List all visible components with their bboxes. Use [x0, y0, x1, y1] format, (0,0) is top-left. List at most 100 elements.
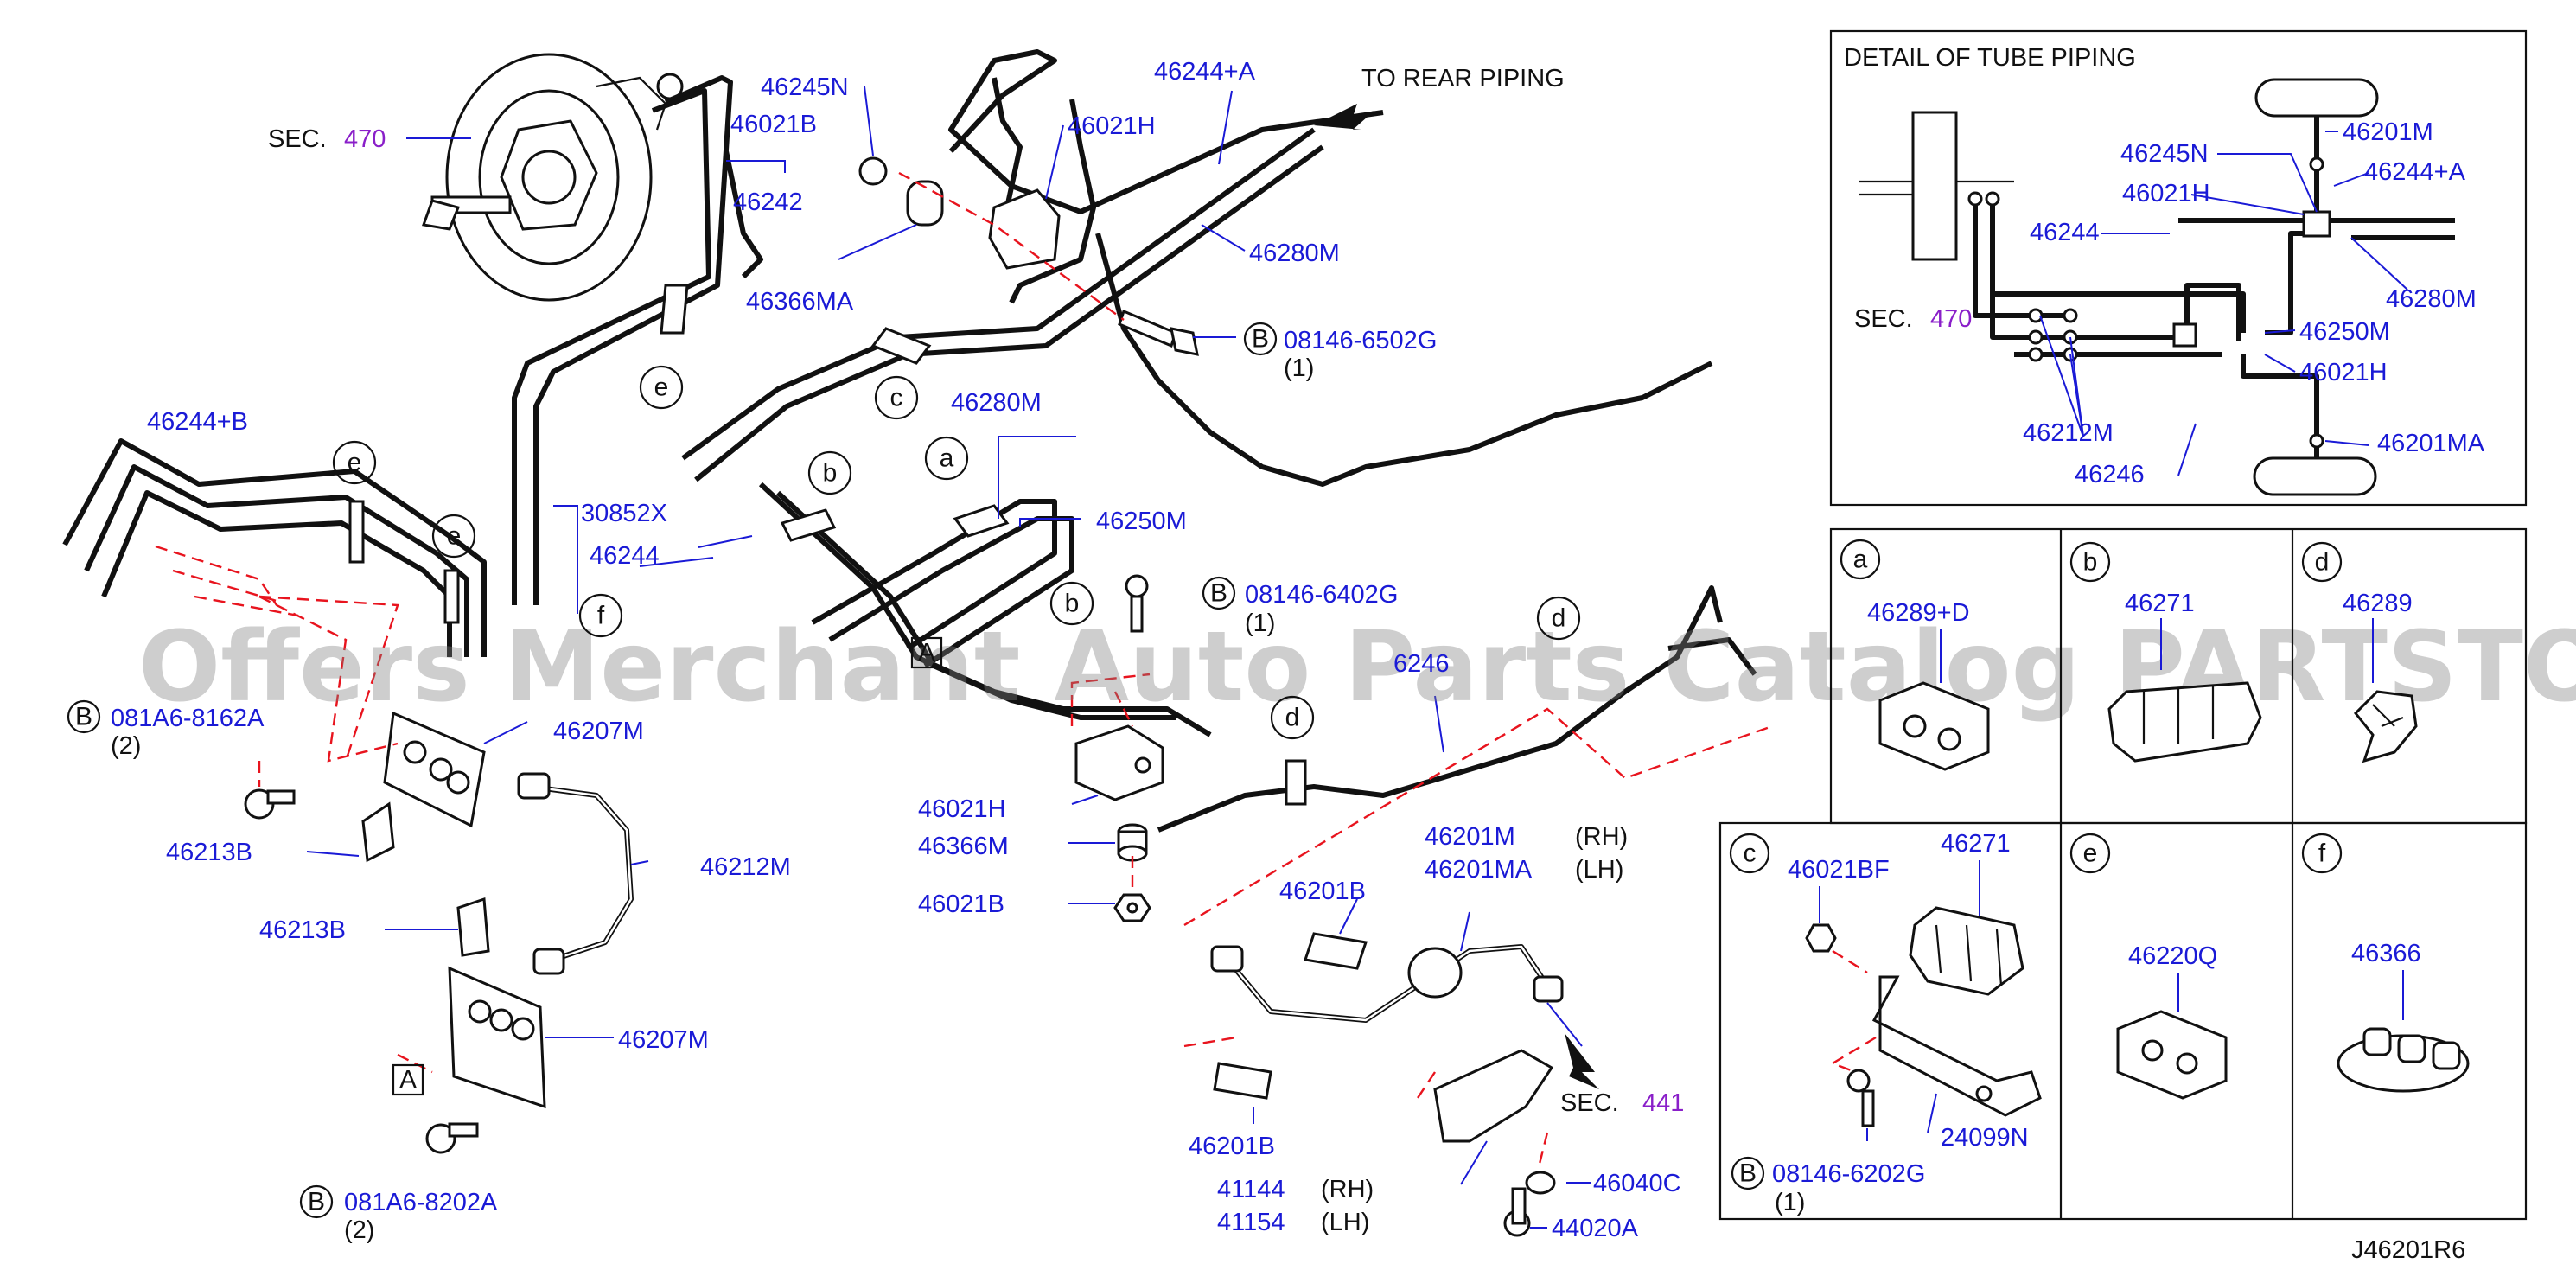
- label-08146-6402G: 08146-6402G: [1245, 581, 1398, 609]
- label-6246: 6246: [1393, 650, 1450, 678]
- detail-label-46250M: 46250M: [2299, 318, 2390, 346]
- b-markers: B B B B: [67, 322, 1278, 1219]
- label-46242: 46242: [733, 188, 803, 216]
- cell-c-part-1: 46021BF: [1788, 856, 1890, 884]
- diagram-code: J46201R6: [2351, 1236, 2465, 1264]
- label-46280M-top: 46280M: [1249, 239, 1340, 267]
- sec441-arrow: [1565, 1033, 1599, 1089]
- label-46244: 46244: [590, 542, 660, 570]
- cell-c-b-marker: B: [1739, 1159, 1757, 1188]
- detail-tube-piping-panel: DETAIL OF TUBE PIPING: [1829, 29, 2528, 507]
- sec-470-prefix: SEC.: [268, 125, 327, 153]
- label-46021H-mid: 46021H: [918, 795, 1006, 823]
- label-46201B-bot: 46201B: [1189, 1133, 1275, 1160]
- a-box-markers: A A: [392, 636, 943, 1096]
- blue-leaders: [306, 86, 1591, 1229]
- label-46040C: 46040C: [1593, 1170, 1681, 1197]
- callout-e-1: e: [654, 373, 669, 402]
- lh-1: (LH): [1575, 856, 1623, 884]
- callout-f: f: [597, 602, 605, 630]
- callout-e-3: e: [447, 522, 462, 551]
- cell-d-key: d: [2315, 548, 2330, 577]
- label-46245N: 46245N: [761, 73, 849, 101]
- qty-8202A: (2): [344, 1216, 374, 1244]
- cell-b-key: b: [2083, 548, 2098, 577]
- rh-2: (RH): [1321, 1176, 1374, 1203]
- cell-b: b 46271: [2069, 541, 2262, 763]
- main-labels: SEC. 470 46245N 46021B 46242 46366MA 460…: [111, 58, 2465, 1264]
- part-cells: a 46289+D b 46271 d 46289 c: [1718, 527, 2528, 1221]
- label-08146-6502G: 08146-6502G: [1284, 327, 1437, 354]
- b-marker-8202A: B: [308, 1188, 325, 1216]
- callout-d-2: d: [1552, 604, 1566, 633]
- b-marker-6402G: B: [1210, 579, 1227, 608]
- detail-label-46246: 46246: [2075, 461, 2145, 488]
- label-46244A: 46244+A: [1154, 58, 1256, 86]
- label-46021H-top: 46021H: [1068, 112, 1156, 140]
- cell-b-part: 46271: [2125, 590, 2195, 617]
- callout-e-2: e: [348, 449, 362, 477]
- detail-label-46244: 46244: [2030, 219, 2100, 246]
- label-46201MA: 46201MA: [1425, 856, 1533, 884]
- cell-c-key: c: [1744, 839, 1757, 868]
- cell-c-qty: (1): [1775, 1189, 1805, 1216]
- cell-c: c 46021BF 46271 24099N B 08146-6202G (1): [1729, 830, 2042, 1216]
- label-44020A: 44020A: [1552, 1215, 1639, 1242]
- label-081A6-8162A: 081A6-8162A: [111, 705, 265, 732]
- callout-circles: e e e f c a b b d d: [332, 365, 1581, 740]
- detail-label-46212M: 46212M: [2023, 419, 2114, 447]
- dashed-leaders: [155, 171, 1773, 1168]
- cell-c-part-3: 24099N: [1941, 1124, 2029, 1152]
- cell-f-key: f: [2318, 839, 2326, 868]
- b-marker-6502G: B: [1252, 325, 1269, 354]
- detail-label-46201M: 46201M: [2343, 118, 2433, 146]
- detail-sec-number: 470: [1930, 305, 1972, 333]
- label-46213B-1: 46213B: [166, 839, 252, 866]
- detail-title: DETAIL OF TUBE PIPING: [1844, 44, 2136, 72]
- label-46366M: 46366M: [918, 833, 1009, 860]
- cell-a-key: a: [1853, 546, 1868, 574]
- cell-e: e 46220Q: [2069, 833, 2228, 1100]
- brake-booster: [421, 53, 684, 302]
- label-46250M: 46250M: [1096, 507, 1187, 535]
- cell-a: a 46289+D: [1840, 539, 1990, 771]
- qty-6402G: (1): [1245, 610, 1275, 637]
- label-46212M: 46212M: [700, 853, 791, 881]
- detail-label-46245N: 46245N: [2120, 140, 2209, 168]
- label-41144: 41144: [1217, 1176, 1285, 1203]
- detail-label-46021H-1: 46021H: [2122, 180, 2210, 207]
- cell-d: d 46289: [2301, 541, 2418, 763]
- sec-441-prefix: SEC.: [1560, 1089, 1619, 1117]
- label-46244B: 46244+B: [147, 408, 248, 436]
- box-a-1: A: [918, 639, 935, 667]
- cell-f-part: 46366: [2351, 940, 2421, 967]
- lh-2: (LH): [1321, 1209, 1369, 1236]
- cell-f: f 46366: [2301, 833, 2470, 1093]
- label-46213B-2: 46213B: [259, 916, 346, 944]
- detail-label-46280M: 46280M: [2386, 285, 2477, 313]
- detail-label-46021H-2: 46021H: [2299, 359, 2388, 386]
- callout-d-1: d: [1285, 704, 1300, 732]
- to-rear-arrow: [1314, 104, 1374, 130]
- to-rear-piping: TO REAR PIPING: [1361, 65, 1565, 93]
- fittings: [244, 156, 1564, 1237]
- callout-a: a: [940, 444, 954, 473]
- label-46280M-mid: 46280M: [951, 389, 1042, 417]
- qty-8162A: (2): [111, 732, 141, 760]
- callout-c: c: [890, 384, 903, 412]
- label-46366MA: 46366MA: [746, 288, 854, 316]
- label-46201M: 46201M: [1425, 823, 1515, 851]
- detail-label-46244A: 46244+A: [2364, 158, 2466, 186]
- cell-e-key: e: [2083, 839, 2098, 868]
- rh-1: (RH): [1575, 823, 1628, 851]
- label-46207M-bot: 46207M: [618, 1026, 709, 1054]
- sec-470-number: 470: [344, 125, 386, 153]
- label-41154: 41154: [1217, 1209, 1285, 1236]
- cell-d-part: 46289: [2343, 590, 2413, 617]
- qty-6502G: (1): [1284, 354, 1314, 382]
- cell-c-bolt: 08146-6202G: [1772, 1160, 1925, 1188]
- callout-b-2: b: [1065, 590, 1080, 618]
- sec-441-number: 441: [1642, 1089, 1684, 1117]
- cell-a-part: 46289+D: [1867, 599, 1970, 627]
- label-081A6-8202A: 081A6-8202A: [344, 1189, 498, 1216]
